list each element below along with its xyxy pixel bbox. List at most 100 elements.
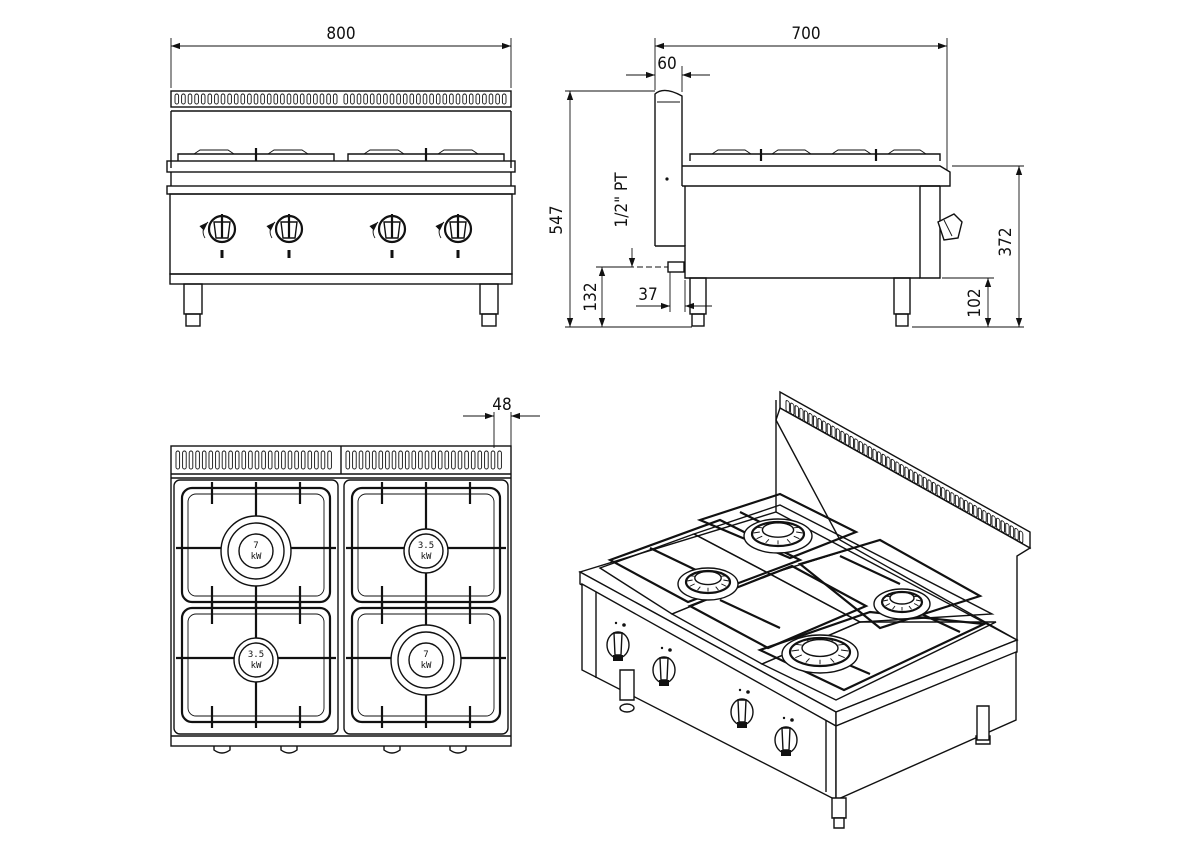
dim-worktop-height: 372: [996, 227, 1016, 256]
louvre-slot: [356, 93, 362, 105]
louvre-slot: [501, 93, 507, 105]
louvre-slot: [274, 450, 280, 470]
control-knob[interactable]: [435, 214, 473, 258]
louvre-slot: [497, 450, 502, 470]
louvre-slot: [294, 450, 299, 470]
louvre-slot: [398, 450, 403, 470]
louvre-slot: [435, 93, 441, 105]
front-legs: [183, 283, 499, 327]
louvre-slot: [422, 93, 428, 105]
burner-labels: 7 kW 3.5 kW 3.5 kW 7 kW: [220, 515, 462, 696]
louvre-slot: [175, 450, 181, 470]
burner-power-value: 7: [423, 650, 428, 660]
louvre-slot: [378, 450, 384, 470]
burner-power-unit: kW: [421, 661, 432, 671]
dim-side-depth: 700: [791, 24, 820, 44]
burner-power-unit: kW: [421, 552, 432, 562]
louvre-slot: [233, 93, 239, 105]
louvre-slot: [369, 93, 375, 105]
control-knob[interactable]: [730, 688, 754, 728]
louvre-slot: [187, 93, 193, 105]
side-view: 700 60: [547, 24, 1024, 328]
iso-burner: [873, 588, 931, 620]
louvre-slot: [326, 93, 331, 105]
dim-total-height: 547: [547, 205, 567, 234]
front-knobs: [199, 214, 473, 258]
control-knob[interactable]: [652, 646, 676, 686]
iso-legs: [619, 669, 991, 829]
control-knob[interactable]: [199, 214, 237, 258]
knob-tip: [449, 746, 467, 754]
louvre-slot: [300, 450, 306, 470]
louvre-slot: [808, 412, 813, 426]
louvre-slot: [254, 450, 260, 470]
control-knob[interactable]: [266, 214, 304, 258]
louvre-slot: [376, 93, 382, 105]
louvre-slot: [404, 450, 410, 470]
dim-gas-height: 132: [581, 282, 601, 311]
knob-tip: [383, 746, 401, 754]
iso-louvres: [785, 400, 1024, 544]
louvre-slot: [240, 93, 246, 105]
louvre-slot: [389, 93, 395, 105]
dim-front-width: 800: [326, 24, 355, 44]
louvre-slot: [831, 425, 836, 439]
louvre-slot: [207, 93, 213, 105]
louvre-slot: [266, 93, 272, 105]
louvre-slot: [982, 510, 987, 523]
louvre-slot: [195, 450, 200, 470]
louvre-slot: [431, 450, 436, 470]
burner-rear-left: 7 kW: [220, 515, 292, 587]
dim-splash-depth: 60: [657, 54, 676, 74]
dim-top-splash: 48: [492, 395, 511, 415]
control-knob[interactable]: [774, 716, 798, 756]
burner-rear-right: 3.5 kW: [403, 528, 449, 574]
louvre-slot: [416, 93, 421, 105]
louvre-slot: [228, 450, 233, 470]
front-view: 800: [166, 24, 516, 327]
iso-burner: [677, 567, 739, 601]
louvre-slot: [941, 487, 946, 500]
louvre-slot: [221, 450, 227, 470]
louvre-slot: [968, 502, 973, 515]
louvre-slot: [293, 93, 298, 105]
louvre-slot: [345, 450, 351, 470]
louvre-slot: [495, 93, 500, 105]
louvre-slot: [307, 450, 313, 470]
top-grates: [176, 482, 506, 728]
louvre-slot: [343, 93, 349, 105]
louvre-slot: [964, 499, 969, 513]
control-knob[interactable]: [369, 214, 407, 258]
louvre-slot: [794, 405, 800, 418]
louvre-slot: [932, 481, 937, 495]
louvre-slot: [287, 450, 293, 470]
louvre-slot: [468, 93, 474, 105]
louvre-slot: [996, 517, 1001, 531]
louvre-slot: [470, 450, 476, 470]
louvre-slot: [299, 93, 305, 105]
louvre-slot: [959, 497, 964, 510]
louvre-slot: [945, 489, 951, 503]
louvre-slot: [358, 450, 364, 470]
louvre-slot: [845, 433, 850, 446]
louvre-slot: [194, 93, 199, 105]
louvre-slot: [854, 438, 859, 451]
louvre-slot: [895, 461, 900, 474]
louvre-slot: [371, 450, 377, 470]
louvre-slot: [858, 441, 864, 454]
louvre-slot: [267, 450, 273, 470]
louvre-slot: [790, 402, 795, 416]
louvre-slot: [950, 492, 955, 505]
louvre-slot: [840, 430, 845, 444]
louvre-slot: [909, 469, 914, 482]
louvre-slot: [890, 458, 896, 472]
top-view: 48: [170, 395, 540, 754]
louvre-slot: [954, 494, 960, 508]
control-knob[interactable]: [606, 621, 630, 661]
louvre-slot: [411, 450, 417, 470]
louvre-slot: [442, 93, 448, 105]
front-grates: [177, 148, 505, 161]
burner-power-unit: kW: [251, 661, 262, 671]
louvre-slot: [913, 471, 919, 485]
louvre-slot: [182, 450, 187, 470]
